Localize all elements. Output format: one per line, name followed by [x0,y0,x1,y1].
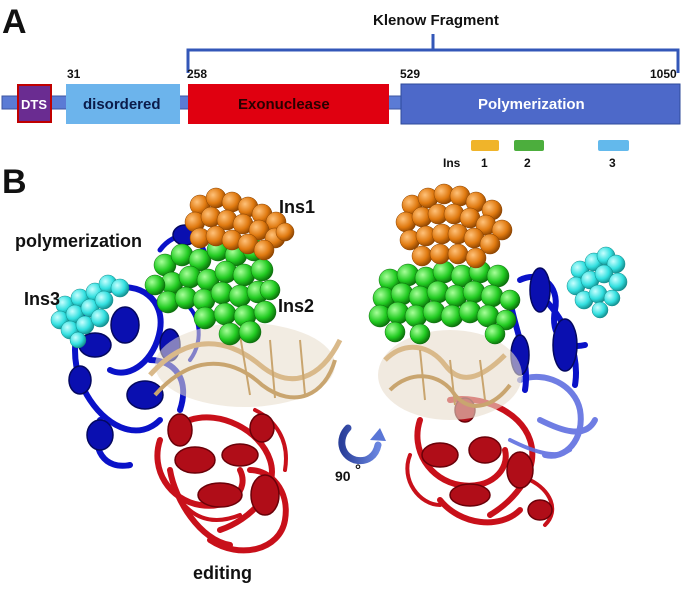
panel-a-label: A [2,3,27,41]
ins1-label: Ins1 [279,197,315,217]
klenow-bracket [186,34,680,73]
structure-right [368,183,628,527]
klenow-fragment-label: Klenow Fragment [373,12,499,29]
ins-legend-title: Ins [443,156,461,170]
ins3-swatch [598,140,629,151]
ins1-spheres-right [395,183,513,269]
position-529: 529 [400,67,420,81]
editing-domain-ribbons [154,408,289,554]
panel-b-label: B [2,163,27,201]
ins2-spheres-right [368,260,521,345]
domain-polymerization-label: Polymerization [478,96,585,113]
ins1-spheres-left [184,187,295,261]
ins1-swatch [471,140,499,151]
position-31: 31 [67,67,81,81]
domain-dts [17,84,52,123]
ins2-spheres-left [144,238,281,346]
rotation-value: 90 [335,468,351,484]
polymerization-label: polymerization [15,231,142,251]
domain-polymerization [400,83,681,125]
ins-legend-3: 3 [609,156,616,170]
editing-label: editing [193,563,252,583]
editing-domain-helices [167,413,280,516]
domain-dts-label: DTS [21,97,47,112]
domain-disordered [66,84,180,124]
domain-exonuclease [188,84,389,124]
polymerization-right-light [508,373,598,459]
rotation-arrow-icon [338,424,386,465]
structure-left [50,187,343,554]
ins3-spheres-right [566,246,628,319]
ins-legend-2: 2 [524,156,531,170]
dna-right [378,330,522,420]
position-1050: 1050 [650,67,677,81]
position-258: 258 [187,67,207,81]
ins2-label: Ins2 [278,296,314,316]
ins-legend-1: 1 [481,156,488,170]
ins3-label: Ins3 [24,289,60,309]
ins3-spheres-left [50,274,130,349]
rotation-unit: ° [355,462,361,479]
domain-exonuclease-label: Exonuclease [238,96,330,113]
domain-disordered-label: disordered [83,96,161,113]
dna-left [148,323,343,407]
ins2-swatch [514,140,544,151]
